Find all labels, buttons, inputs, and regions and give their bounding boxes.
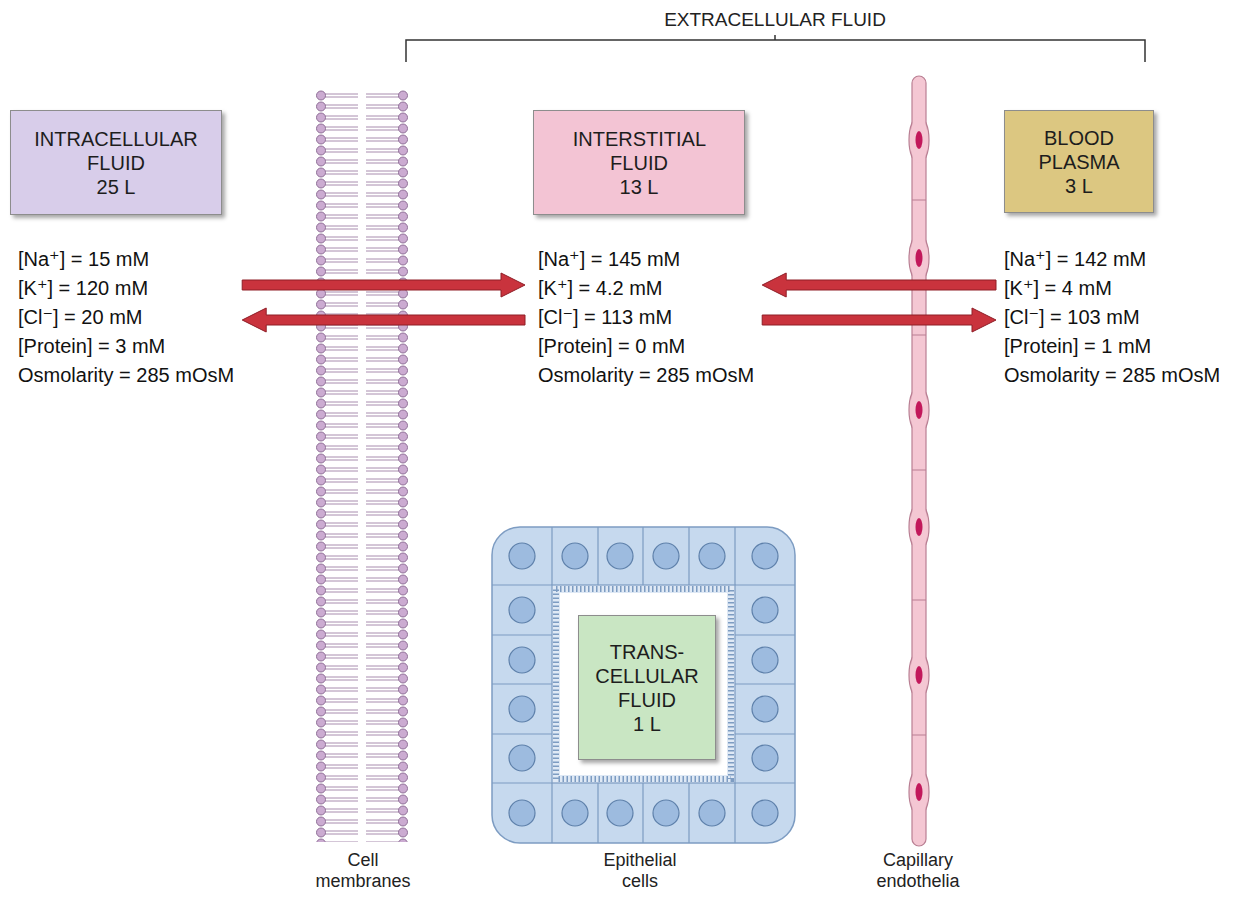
- concentration-value: [Na⁺] = 145 mM: [538, 245, 754, 274]
- nucleus: [509, 543, 535, 569]
- nucleus: [653, 543, 679, 569]
- fluid-compartment: BLOOD PLASMA3 L [Na⁺] = 142 mM[K⁺] = 4 mM…: [1004, 110, 1220, 390]
- endothelial-cell: [910, 769, 928, 815]
- nucleus: [562, 543, 588, 569]
- nucleus: [562, 800, 588, 826]
- nucleus: [752, 745, 778, 771]
- compartment-volume: 3 L: [1065, 174, 1093, 198]
- fluid-box: INTERSTITIAL FLUID13 L: [533, 110, 745, 215]
- nucleus: [509, 696, 535, 722]
- concentration-value: [Cl⁻] = 20 mM: [18, 303, 234, 332]
- microvilli: [556, 589, 731, 779]
- exchange-arrow: [242, 273, 525, 297]
- exchange-arrow: [762, 273, 996, 297]
- nucleus: [752, 543, 778, 569]
- concentration-list: [Na⁺] = 15 mM[K⁺] = 120 mM[Cl⁻] = 20 mM[…: [18, 245, 234, 390]
- lumen: [560, 593, 727, 775]
- nucleus: [752, 597, 778, 623]
- concentration-value: [Protein] = 0 mM: [538, 332, 754, 361]
- endothelial-cell: [910, 387, 928, 433]
- concentration-value: [Na⁺] = 142 mM: [1004, 245, 1220, 274]
- exchange-arrow: [762, 308, 996, 332]
- endothelial-strip: [912, 76, 926, 846]
- bracket: [406, 35, 1145, 62]
- epithelial-layer: [492, 527, 795, 843]
- apical-surface: [552, 585, 735, 783]
- concentration-list: [Na⁺] = 142 mM[K⁺] = 4 mM[Cl⁻] = 103 mM[…: [1004, 245, 1220, 390]
- compartment-name: BLOOD PLASMA: [1038, 126, 1119, 174]
- nucleus: [916, 401, 923, 419]
- nucleus: [607, 800, 633, 826]
- compartment-name: TRANS- CELLULAR FLUID: [595, 640, 698, 712]
- concentration-value: [K⁺] = 4.2 mM: [538, 274, 754, 303]
- compartment-name: INTERSTITIAL FLUID: [573, 127, 706, 175]
- endothelial-cell: [910, 504, 928, 550]
- fluid-box: INTRACELLULAR FLUID25 L: [10, 110, 222, 215]
- epithelium: [492, 527, 795, 843]
- nucleus: [509, 800, 535, 826]
- fluid-box: BLOOD PLASMA3 L: [1004, 110, 1154, 213]
- concentration-value: [Cl⁻] = 103 mM: [1004, 303, 1220, 332]
- lipid-bilayer: [316, 90, 408, 842]
- exchange-arrow: [242, 308, 525, 332]
- nucleus: [509, 597, 535, 623]
- nucleus: [916, 518, 923, 536]
- nucleus: [916, 131, 923, 149]
- nucleus: [752, 696, 778, 722]
- concentration-value: [K⁺] = 120 mM: [18, 274, 234, 303]
- concentration-value: [Protein] = 1 mM: [1004, 332, 1220, 361]
- compartment-name: INTRACELLULAR FLUID: [34, 127, 197, 175]
- concentration-value: [K⁺] = 4 mM: [1004, 274, 1220, 303]
- compartment-volume: 1 L: [633, 712, 661, 736]
- cell-border: [492, 527, 795, 843]
- nuclei: [509, 543, 778, 826]
- endothelial-cell: [910, 235, 928, 281]
- nucleus: [699, 800, 725, 826]
- nucleus: [916, 249, 923, 267]
- structure-label: Capillary endothelia: [876, 850, 959, 892]
- capillary-endothelium: [909, 76, 929, 846]
- nucleus: [916, 666, 923, 684]
- fluid-box: TRANS- CELLULAR FLUID1 L: [578, 615, 716, 760]
- fluid-compartment: INTERSTITIAL FLUID13 L [Na⁺] = 145 mM[K⁺]…: [533, 110, 754, 390]
- concentration-value: Osmolarity = 285 mOsM: [538, 361, 754, 390]
- fluid-compartment: INTRACELLULAR FLUID25 L [Na⁺] = 15 mM[K⁺]…: [10, 110, 234, 390]
- nucleus: [653, 800, 679, 826]
- concentration-list: [Na⁺] = 145 mM[K⁺] = 4.2 mM[Cl⁻] = 113 m…: [538, 245, 754, 390]
- concentration-value: [Na⁺] = 15 mM: [18, 245, 234, 274]
- endothelial-cell: [910, 117, 928, 163]
- nucleus: [916, 783, 923, 801]
- nucleus: [509, 647, 535, 673]
- nucleus: [607, 543, 633, 569]
- region-label: EXTRACELLULAR FLUID: [664, 8, 886, 31]
- concentration-value: Osmolarity = 285 mOsM: [18, 361, 234, 390]
- compartment-volume: 25 L: [97, 175, 136, 199]
- nucleus: [752, 647, 778, 673]
- nucleus: [752, 800, 778, 826]
- nucleus: [509, 745, 535, 771]
- fluid-compartment: TRANS- CELLULAR FLUID1 L: [578, 615, 716, 760]
- structure-label: Epithelial cells: [603, 850, 676, 892]
- concentration-value: Osmolarity = 285 mOsM: [1004, 361, 1220, 390]
- nucleus: [699, 543, 725, 569]
- endothelial-cell: [910, 652, 928, 698]
- concentration-value: [Cl⁻] = 113 mM: [538, 303, 754, 332]
- structure-label: Cell membranes: [315, 850, 410, 892]
- concentration-value: [Protein] = 3 mM: [18, 332, 234, 361]
- compartment-volume: 13 L: [620, 175, 659, 199]
